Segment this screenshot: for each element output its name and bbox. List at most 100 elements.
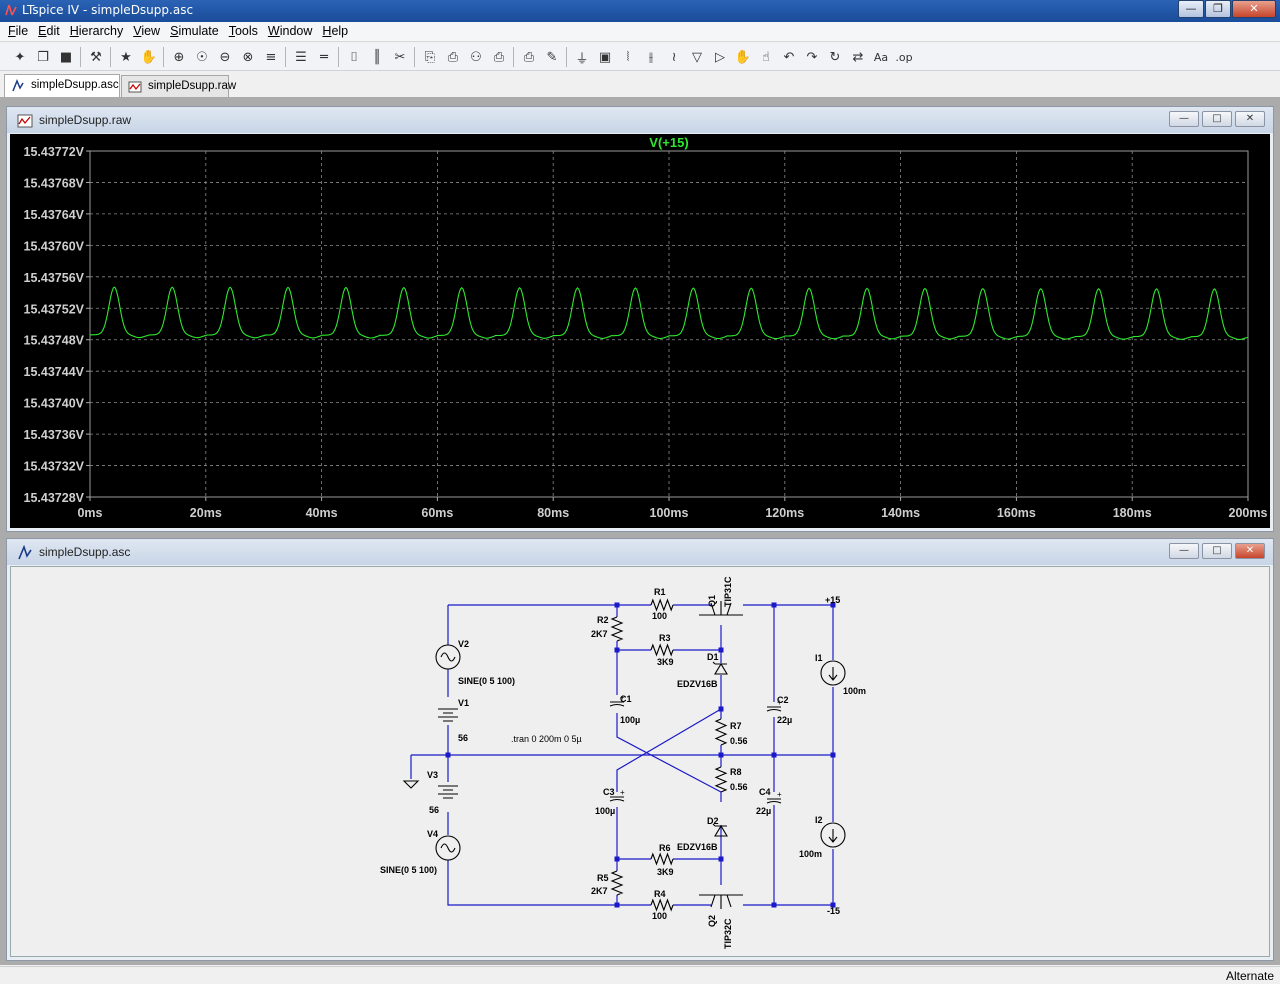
draw-wire-icon: ✎ [546,49,558,65]
schematic-maximize-button[interactable]: □ [1202,543,1232,559]
open-button[interactable]: ❐ [33,47,53,67]
draw-wire-button[interactable]: ✎ [542,47,562,67]
waveform-minimize-button[interactable]: — [1169,111,1199,127]
zoom-pan-button[interactable]: ☉ [192,47,212,67]
diode-button[interactable]: ▽ [687,47,707,67]
autorange-button[interactable]: ≡ [261,47,281,67]
wire-junction [830,602,836,608]
schematic-close-button[interactable]: ✕ [1235,543,1265,559]
r1-name: R1 [654,587,666,597]
net-label-pos15: +15 [825,595,840,605]
control-panel-button[interactable]: ⚒ [86,47,106,67]
menu-file[interactable]: File [8,24,29,38]
document-tabs: simpleDsupp.asc simpleDsupp.raw [0,72,1280,97]
rotate-button[interactable]: ↻ [825,47,845,67]
c3-capacitor [609,796,625,802]
tab-waveform[interactable]: simpleDsupp.raw [121,75,236,97]
find-button[interactable]: ⚇ [466,47,486,67]
cut-button[interactable]: ✂ [390,47,410,67]
zoom-in-button[interactable]: ⊕ [169,47,189,67]
restore-button[interactable]: ❐ [1205,0,1231,18]
mirror-button[interactable]: ⇄ [848,47,868,67]
waveform-window-titlebar[interactable]: simpleDsupp.raw — □ ✕ [7,107,1273,133]
component-button[interactable]: ▷ [710,47,730,67]
cascade-button[interactable]: ⌷ [344,47,364,67]
minimize-button[interactable]: — [1178,0,1204,18]
print-setup-button[interactable]: ⎙ [489,47,509,67]
tile-horizontal-button[interactable]: ═ [314,47,334,67]
redo-button[interactable]: ↷ [802,47,822,67]
x-tick-label: 100ms [650,506,689,520]
v4-name: V4 [427,829,438,839]
print-icon: ⎙ [523,49,535,65]
x-tick-label: 160ms [997,506,1036,520]
run-button[interactable]: ★ [116,47,136,67]
r5-resistor [610,870,624,896]
waveform-maximize-button[interactable]: □ [1202,111,1232,127]
spice-directive-icon: .op [895,50,913,64]
wire-junction [614,856,620,862]
resistor-button[interactable]: ⦚ [618,47,638,67]
y-tick-label: 15.43764V [24,208,85,222]
waveform-close-button[interactable]: ✕ [1235,111,1265,127]
q1-name: Q1 [707,595,717,607]
copy-icon: ⎘ [424,49,436,65]
label-net-button[interactable]: ▣ [595,47,615,67]
menu-edit[interactable]: Edit [38,24,60,38]
toolbar-separator [414,47,415,67]
q2-transistor [699,894,743,909]
run-icon: ★ [120,49,132,65]
diode-icon: ▽ [692,49,702,65]
r7-name: R7 [730,721,742,731]
tab-schematic[interactable]: simpleDsupp.asc [4,74,120,97]
menu-hierarchy[interactable]: Hierarchy [69,24,124,38]
menu-view[interactable]: View [133,24,161,38]
schematic-minimize-button[interactable]: — [1169,543,1199,559]
menu-tools[interactable]: Tools [228,24,258,38]
find-icon: ⚇ [470,49,482,65]
ground-button[interactable]: ⏚ [572,47,592,67]
y-tick-label: 15.43732V [24,460,85,474]
visible-traces-button[interactable]: ☰ [291,47,311,67]
ground-symbol [402,780,420,789]
copy-button[interactable]: ⎘ [420,47,440,67]
drag-button[interactable]: ☝ [756,47,776,67]
toolbar-separator [338,47,339,67]
v1-value: 56 [458,733,468,743]
spice-directive-button[interactable]: .op [894,47,914,67]
q1-transistor [699,601,743,616]
text-button[interactable]: Aa [871,47,891,67]
save-button[interactable]: ■ [56,47,76,67]
zoom-out-button[interactable]: ⊖ [215,47,235,67]
move-button[interactable]: ✋ [733,47,753,67]
x-tick-label: 200ms [1229,506,1268,520]
x-tick-label: 140ms [881,506,920,520]
close-button[interactable]: ✕ [1232,0,1276,18]
c4-value: 22µ [756,806,771,816]
r1-value: 100 [652,611,667,621]
zoom-pan-icon: ☉ [196,49,208,65]
menu-window[interactable]: Window [267,24,313,38]
waveform-window-title: simpleDsupp.raw [39,113,132,127]
y-tick-label: 15.43736V [24,428,85,442]
menu-help[interactable]: Help [322,24,349,38]
q2-name: Q2 [707,915,717,927]
menu-simulate[interactable]: Simulate [170,24,219,38]
print-button[interactable]: ⎙ [519,47,539,67]
capacitor-icon: ⫲ [648,49,654,65]
schematic-window-titlebar[interactable]: simpleDsupp.asc — □ ✕ [7,539,1273,565]
r3-name: R3 [659,633,671,643]
new-schematic-button[interactable]: ✦ [10,47,30,67]
wire-junction [614,902,620,908]
tile-vertical-button[interactable]: ║ [367,47,387,67]
paste-button[interactable]: ⎙ [443,47,463,67]
halt-button[interactable]: ✋ [139,47,159,67]
undo-button[interactable]: ↶ [779,47,799,67]
inductor-button[interactable]: ≀ [664,47,684,67]
capacitor-button[interactable]: ⫲ [641,47,661,67]
zoom-fit-button[interactable]: ⊗ [238,47,258,67]
